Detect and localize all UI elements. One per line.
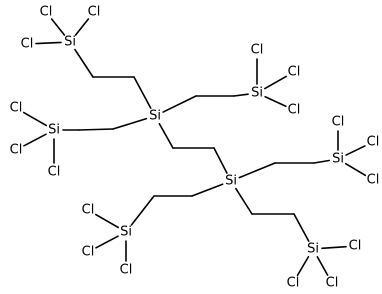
chlorine-atom-label: Cl	[367, 173, 380, 188]
chlorine-atom-label: Cl	[10, 143, 23, 158]
silicon-atom-label: Si	[48, 123, 60, 138]
chlorine-atom-label: Cl	[349, 239, 362, 254]
bond-line	[35, 41, 62, 45]
bond-line	[313, 159, 330, 164]
silicon-atom-label: Si	[149, 109, 161, 124]
chlorine-atom-label: Cl	[287, 276, 300, 291]
bond-line	[293, 213, 310, 242]
bond-line	[213, 147, 228, 174]
bond-line	[321, 245, 347, 250]
bond-line	[95, 235, 119, 249]
chlorine-atom-label: Cl	[288, 103, 301, 118]
bond-line	[158, 123, 174, 149]
bond-line	[112, 117, 148, 130]
chlorine-atom-label: Cl	[332, 115, 345, 130]
bond-line	[130, 195, 155, 226]
bond-line	[162, 95, 197, 113]
chlorine-atom-label: Cl	[21, 37, 34, 52]
bond-line	[191, 183, 224, 197]
bond-line	[74, 18, 90, 36]
chlorine-atom-label: Cl	[251, 43, 264, 58]
bond-line	[50, 18, 66, 36]
chlorine-atom-label: Cl	[120, 263, 133, 278]
bond-line	[316, 256, 329, 276]
chlorine-atom-label: Cl	[40, 5, 53, 20]
bond-line	[344, 162, 367, 177]
bond-line	[235, 187, 253, 215]
bond-line	[264, 95, 287, 108]
bond-line	[94, 213, 120, 229]
silicon-atom-label: Si	[307, 242, 319, 257]
bond-line	[264, 75, 287, 90]
chlorine-atom-label: Cl	[288, 65, 301, 80]
chlorine-atom-label: Cl	[367, 135, 380, 150]
bond-line	[238, 162, 276, 179]
bond-line	[22, 111, 48, 127]
bond-line	[23, 133, 47, 147]
bonds	[22, 18, 367, 277]
chlorine-atom-label: Cl	[88, 5, 101, 20]
bond-line	[233, 93, 249, 97]
chlorine-atom-label: Cl	[10, 101, 23, 116]
silicon-atom-label: Si	[120, 225, 132, 240]
chlorine-atom-label: Cl	[82, 203, 95, 218]
silicon-atom-label: Si	[64, 35, 76, 50]
chlorine-atom-label: Cl	[48, 165, 61, 180]
silicon-atom-label: Si	[332, 152, 344, 167]
bond-line	[78, 128, 114, 131]
bond-line	[296, 255, 310, 277]
silicon-atom-label: Si	[251, 86, 263, 101]
silicon-atom-label: Si	[225, 174, 237, 189]
chlorine-atom-label: Cl	[82, 245, 95, 260]
bond-line	[345, 145, 366, 156]
chlorine-atom-label: Cl	[326, 276, 339, 291]
bond-line	[74, 48, 94, 78]
bond-line	[133, 76, 152, 109]
